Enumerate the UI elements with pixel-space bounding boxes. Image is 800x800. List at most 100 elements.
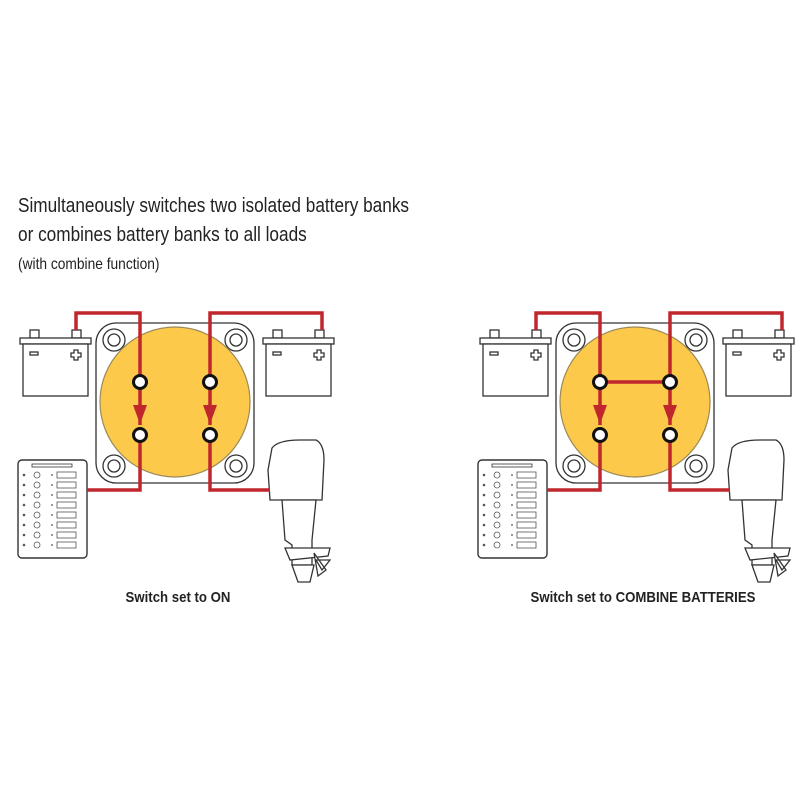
fuse-icon	[493, 481, 501, 489]
panel-dot	[51, 514, 53, 516]
panel-dot	[22, 473, 26, 477]
breaker-switch	[516, 471, 537, 479]
outboard-motor-icon	[267, 439, 332, 583]
wire-battery-2	[668, 311, 784, 382]
outboard-motor-icon	[727, 439, 792, 583]
panel-dot	[482, 513, 486, 517]
battery-lid	[722, 337, 795, 345]
panel-label	[31, 463, 73, 468]
wire-battery-2	[208, 311, 324, 382]
switch-face	[99, 326, 251, 478]
negative-post	[272, 329, 283, 339]
motor-cowl	[267, 439, 325, 501]
motor-skeg	[751, 564, 775, 583]
mounting-hole-inner	[107, 459, 121, 473]
fuse-icon	[33, 541, 41, 549]
wire-to-motor	[208, 435, 270, 492]
battery-left	[19, 329, 92, 397]
battery-lid	[262, 337, 335, 345]
positive-post	[314, 329, 325, 339]
breaker-switch	[516, 511, 537, 519]
panel-dot	[511, 484, 513, 486]
panel-dot	[22, 483, 26, 487]
negative-post	[489, 329, 500, 339]
breaker-switch	[56, 531, 77, 539]
switch-terminal	[662, 374, 678, 390]
propeller	[313, 552, 332, 578]
switch-face	[559, 326, 711, 478]
mounting-hole-inner	[229, 333, 243, 347]
breaker-switch	[56, 541, 77, 549]
panel-dot	[22, 523, 26, 527]
arrow-down-icon	[203, 405, 217, 424]
panel-dot	[51, 524, 53, 526]
plus-icon	[530, 349, 542, 361]
panel-dot	[22, 543, 26, 547]
switch-terminal	[132, 427, 148, 443]
breaker-switch	[56, 521, 77, 529]
minus-icon	[732, 351, 742, 356]
battery-lid	[19, 337, 92, 345]
wire-battery-1	[74, 311, 142, 382]
minus-icon	[29, 351, 39, 356]
mounting-hole-inner	[567, 459, 581, 473]
heading-line-2: or combines battery banks to all loads	[18, 224, 307, 246]
panel-label	[491, 463, 533, 468]
panel-dot	[51, 494, 53, 496]
breaker-switch	[56, 511, 77, 519]
breaker-switch	[516, 501, 537, 509]
wire-to-panel	[87, 435, 142, 492]
panel-dot	[22, 513, 26, 517]
switch-terminal	[132, 374, 148, 390]
breaker-switch	[516, 491, 537, 499]
panel-dot	[511, 544, 513, 546]
minus-icon	[272, 351, 282, 356]
panel-dot	[482, 543, 486, 547]
distribution-panel	[17, 459, 88, 559]
panel-dot	[511, 534, 513, 536]
distribution-panel	[477, 459, 548, 559]
caption-combine: Switch set to COMBINE BATTERIES	[530, 589, 756, 606]
breaker-switch	[56, 471, 77, 479]
panel-dot	[511, 474, 513, 476]
positive-post	[531, 329, 542, 339]
panel-dot	[511, 504, 513, 506]
battery-left	[479, 329, 552, 397]
panel-dot	[482, 503, 486, 507]
fuse-icon	[33, 471, 41, 479]
plus-icon	[313, 349, 325, 361]
switch-terminal	[592, 427, 608, 443]
switch-terminal	[202, 374, 218, 390]
panel-dot	[482, 533, 486, 537]
fuse-icon	[493, 541, 501, 549]
panel-dot	[51, 544, 53, 546]
minus-icon	[489, 351, 499, 356]
mounting-hole-inner	[567, 333, 581, 347]
motor-skeg	[291, 564, 315, 583]
breaker-switch	[516, 481, 537, 489]
fuse-icon	[33, 511, 41, 519]
arrow-down-icon	[663, 405, 677, 424]
arrow-down-icon	[593, 405, 607, 424]
panel-dot	[482, 523, 486, 527]
negative-post	[732, 329, 743, 339]
fuse-icon	[33, 491, 41, 499]
mounting-hole-inner	[229, 459, 243, 473]
panel-dot	[22, 533, 26, 537]
panel-dot	[51, 534, 53, 536]
fuse-icon	[493, 511, 501, 519]
breaker-switch	[516, 541, 537, 549]
fuse-icon	[493, 521, 501, 529]
panel-dot	[511, 514, 513, 516]
breaker-switch	[516, 531, 537, 539]
switch-diagram-on	[17, 311, 335, 583]
motor-cowl	[727, 439, 785, 501]
breaker-switch	[56, 501, 77, 509]
mounting-hole-inner	[689, 459, 703, 473]
switch-diagram-combine	[477, 311, 795, 583]
negative-post	[29, 329, 40, 339]
panel-dot	[51, 504, 53, 506]
breaker-switch	[516, 521, 537, 529]
anti-ventilation-plate	[744, 547, 791, 561]
battery-right	[722, 329, 795, 397]
